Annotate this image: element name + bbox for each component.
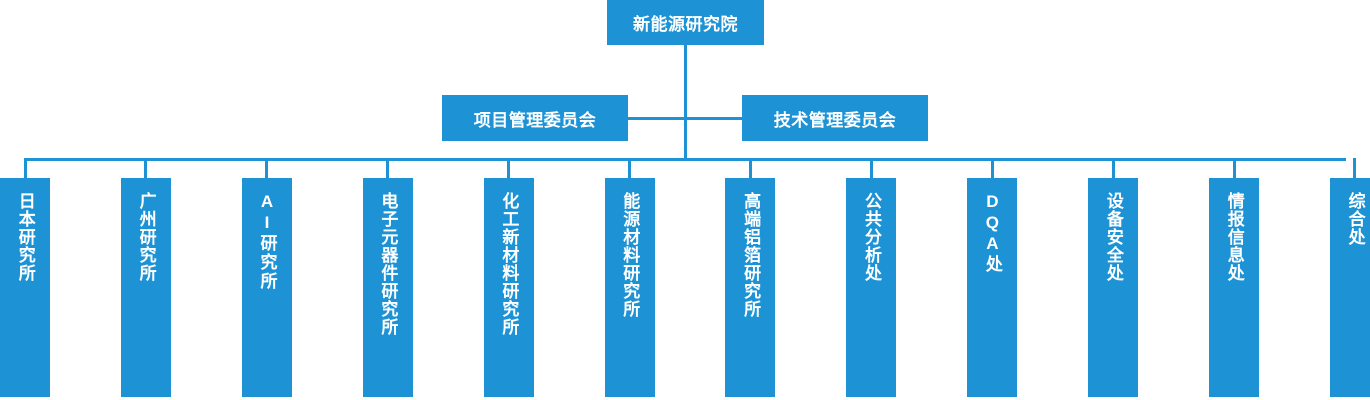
org-node-department[interactable]: 情报信息处: [1209, 178, 1259, 397]
connector-committees: [628, 117, 742, 120]
org-node-department[interactable]: AI研究所: [241, 178, 292, 397]
connector-department-bus: [24, 158, 1346, 161]
org-node-department[interactable]: 公共分析处: [846, 178, 897, 397]
org-node-department-label: 化工新材料研究所: [499, 192, 519, 336]
org-node-department[interactable]: 高端铝箔研究所: [725, 178, 776, 397]
connector-department-drop: [990, 158, 994, 178]
org-node-department[interactable]: 设备安全处: [1088, 178, 1139, 397]
org-node-department-label: AI研究所: [257, 192, 277, 291]
org-node-department[interactable]: 化工新材料研究所: [483, 178, 534, 397]
org-node-department-label: DQA处: [982, 192, 1002, 274]
org-node-department-label: 情报信息处: [1224, 192, 1244, 282]
org-node-department-label: 设备安全处: [1103, 192, 1123, 282]
connector-department-drop: [869, 158, 873, 178]
connector-department-drop: [144, 158, 148, 178]
connector-department-drop: [628, 158, 631, 178]
org-node-department[interactable]: 广州研究所: [120, 178, 171, 397]
connector-department-drop: [386, 158, 390, 178]
org-node-department[interactable]: DQA处: [967, 178, 1018, 397]
org-node-department-label: 公共分析处: [862, 192, 882, 282]
org-node-department[interactable]: 电子元器件研究所: [362, 178, 413, 397]
org-node-department-label: 高端铝箔研究所: [741, 192, 761, 318]
org-node-department-label: 电子元器件研究所: [378, 192, 398, 336]
connector-root-trunk: [684, 45, 687, 160]
connector-department-drop: [507, 158, 511, 178]
connector-department-drop: [748, 158, 752, 178]
org-node-committee-technology[interactable]: 技术管理委员会: [742, 95, 928, 141]
connector-department-drop: [1111, 158, 1115, 178]
org-node-root[interactable]: 新能源研究院: [607, 0, 764, 45]
org-node-department[interactable]: 综合处: [1329, 178, 1370, 397]
org-node-department-label: 日本研究所: [15, 192, 35, 282]
org-node-committee-project-label: 项目管理委员会: [473, 110, 597, 130]
connector-department-drop: [1232, 158, 1236, 178]
org-node-department[interactable]: 能源材料研究所: [604, 178, 655, 397]
org-node-department-label: 综合处: [1345, 192, 1365, 246]
connector-department-drop: [23, 158, 27, 178]
org-node-root-label: 新能源研究院: [633, 15, 738, 34]
connector-department-drop: [265, 158, 269, 178]
org-node-department[interactable]: 日本研究所: [0, 178, 50, 397]
org-node-committee-technology-label: 技术管理委员会: [773, 110, 897, 130]
org-node-committee-project[interactable]: 项目管理委员会: [442, 95, 628, 141]
org-node-department-label: 能源材料研究所: [620, 192, 640, 318]
connector-department-drop: [1353, 158, 1357, 178]
org-node-department-label: 广州研究所: [136, 192, 156, 282]
